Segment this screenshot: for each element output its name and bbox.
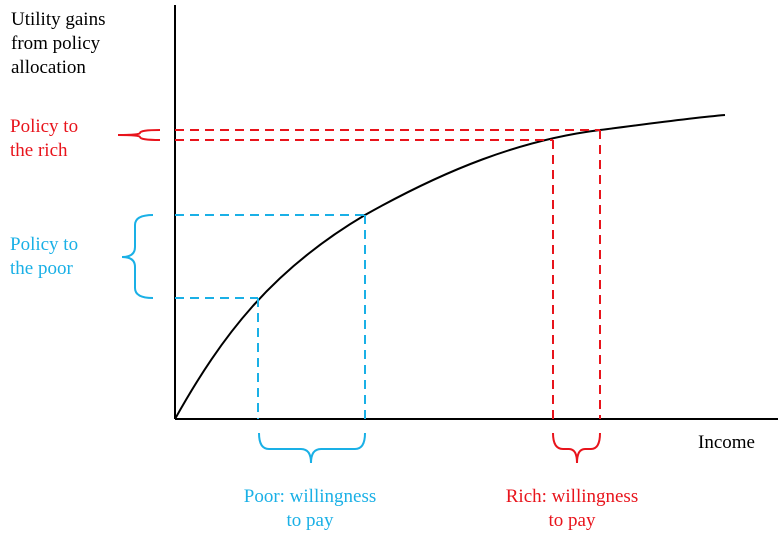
poor-policy-label-line-1: Policy to xyxy=(10,234,79,255)
y-axis-label-line-1: Utility gains xyxy=(11,9,106,30)
y-axis-label: Utility gains from policy allocation xyxy=(11,8,105,80)
poor-wtp-label-line-2: to pay xyxy=(286,510,334,531)
rich-wtp-label: Rich: willingness to pay xyxy=(477,485,667,533)
poor-guides xyxy=(175,214,366,419)
utility-curve xyxy=(174,114,726,420)
rich-policy-label-line-2: the rich xyxy=(10,140,68,161)
rich-wtp-brace xyxy=(552,432,601,464)
rich-guides xyxy=(175,129,601,419)
poor-policy-brace xyxy=(121,214,154,299)
x-axis-label: Income xyxy=(698,432,755,453)
poor-policy-label-line-2: the poor xyxy=(10,258,73,279)
rich-wtp-label-line-1: Rich: willingness xyxy=(505,486,639,507)
poor-wtp-brace xyxy=(258,432,366,464)
y-axis-label-line-3: allocation xyxy=(11,57,86,78)
poor-wtp-label-line-1: Poor: willingness xyxy=(243,486,377,507)
y-axis-label-line-2: from policy xyxy=(11,33,101,54)
poor-policy-label: Policy to the poor xyxy=(10,233,78,281)
rich-policy-label-line-1: Policy to xyxy=(10,116,79,137)
rich-wtp-label-line-2: to pay xyxy=(548,510,596,531)
rich-policy-label: Policy to the rich xyxy=(10,115,78,163)
poor-wtp-label: Poor: willingness to pay xyxy=(215,485,405,533)
rich-policy-brace xyxy=(117,129,161,141)
